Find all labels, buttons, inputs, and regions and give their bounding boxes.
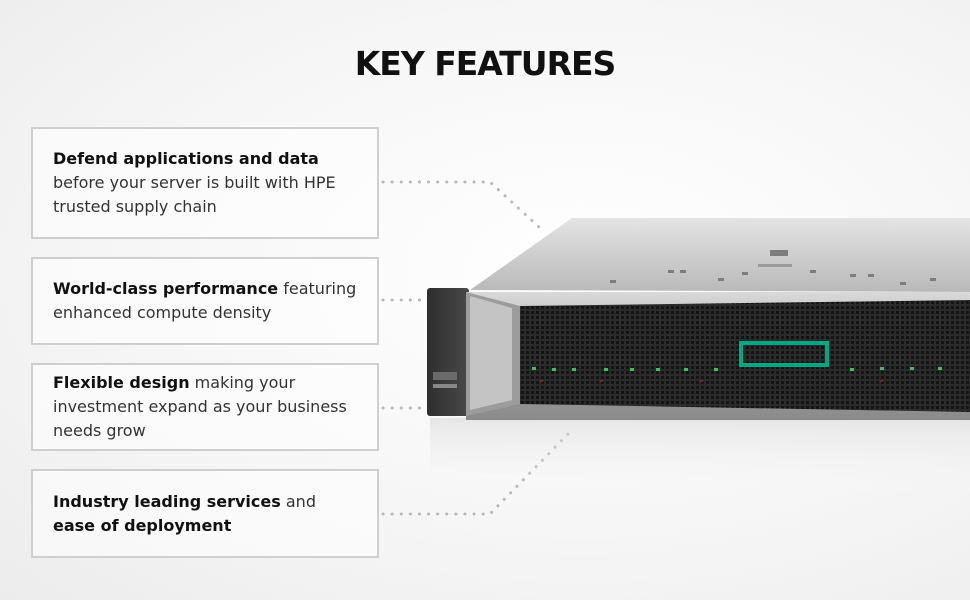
feature-box-performance: World-class performance featuring enhanc… xyxy=(31,257,379,345)
feature-text: Industry leading services and ease of de… xyxy=(53,490,357,538)
feature-box-flexible-design: Flexible design making your investment e… xyxy=(31,363,379,451)
feature-text: Defend applications and data before your… xyxy=(53,147,357,219)
feature-bold: Flexible design xyxy=(53,373,190,392)
feature-bold-2: ease of deployment xyxy=(53,515,232,535)
feature-bold: Defend applications and data xyxy=(53,149,319,168)
rack-ear xyxy=(427,288,469,416)
feature-desc: making your investment expand as your bu… xyxy=(53,373,347,440)
feature-desc: before your server is built with HPE tru… xyxy=(53,173,336,216)
feature-text: World-class performance featuring enhanc… xyxy=(53,277,357,325)
server-lid xyxy=(470,218,970,292)
feature-bold: World-class performance xyxy=(53,279,279,298)
connector-1 xyxy=(381,180,542,230)
server-reflection xyxy=(430,412,970,500)
feature-bold: Industry leading services xyxy=(53,491,281,511)
feature-box-security: Defend applications and data before your… xyxy=(31,127,379,239)
page-title: KEY FEATURES xyxy=(354,44,617,83)
feature-text: Flexible design making your investment e… xyxy=(53,371,357,443)
feature-desc: featuring enhanced compute density xyxy=(53,279,357,322)
lid-vents xyxy=(610,250,936,285)
drive-leds xyxy=(532,367,942,371)
feature-box-services: Industry leading services and ease of de… xyxy=(31,469,379,558)
bezel-mesh xyxy=(520,300,970,412)
feature-desc: and xyxy=(280,491,316,511)
hpe-logo-badge xyxy=(739,341,829,367)
